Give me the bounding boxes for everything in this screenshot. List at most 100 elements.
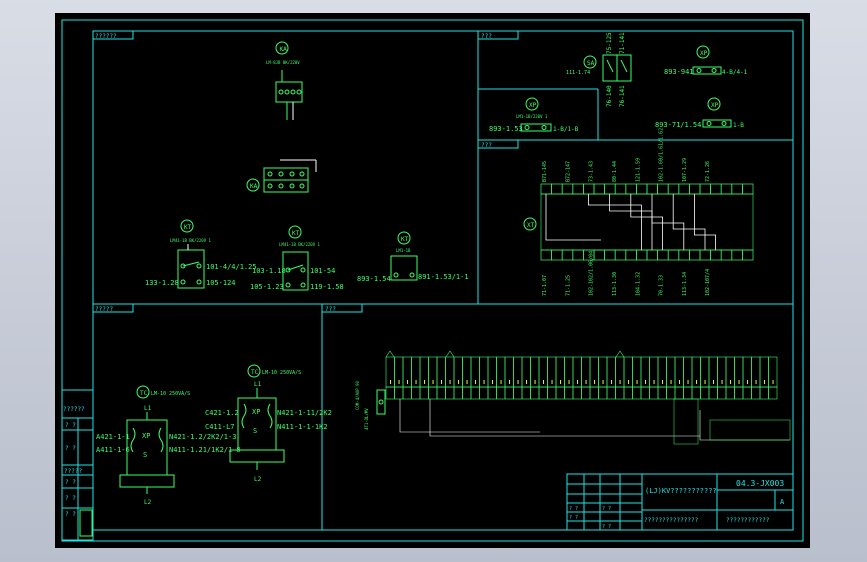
strip-cell-mark: ▬▬	[440, 379, 444, 384]
section-label-bottom-right: ???	[325, 306, 336, 313]
wire	[630, 194, 663, 250]
strip-cell-mark: ▬▬	[474, 379, 478, 384]
terminal-label: 102-1.60/1.61/1.62	[659, 128, 665, 182]
circle-symbol-tag-icon	[397, 231, 411, 245]
svg-text:S: S	[143, 451, 147, 459]
svg-text:103-1.18: 103-1.18	[252, 267, 286, 275]
svg-text:TC: TC	[140, 390, 148, 397]
svg-text:893-941: 893-941	[664, 68, 694, 76]
svg-text:105-1.23: 105-1.23	[250, 283, 284, 291]
side-label-5: ? ?	[65, 495, 76, 502]
svg-text:101-54: 101-54	[310, 267, 335, 275]
title-block: ? ? ? ? ? ? ? ? 04.3-JX003 (LJ)KV???????…	[566, 473, 794, 531]
strip-cell-mark: ▬▬	[576, 379, 580, 384]
section-label-bottom-left: ?????	[95, 306, 113, 313]
title-row-label-0: ? ?	[569, 506, 578, 512]
strip-cell-mark: ▬▬	[508, 379, 512, 384]
side-label-0: ??????	[63, 406, 85, 413]
side-label-table: ?????? ? ? ? ? ????? ? ? ? ? ? ?	[61, 389, 94, 541]
svg-text:SA: SA	[587, 60, 595, 67]
title-revision-code: A	[780, 498, 785, 506]
circle-symbol-tag-icon	[246, 178, 260, 192]
svg-text:TC: TC	[251, 369, 259, 376]
svg-text:LM1-1B: LM1-1B	[396, 248, 411, 253]
strip-cell-mark: ▬▬	[746, 379, 750, 384]
circle-symbol-tag-icon	[180, 219, 194, 233]
svg-text:LM41-1B BK/220V 1: LM41-1B BK/220V 1	[279, 242, 321, 247]
title-main: (LJ)KV???????????	[645, 487, 717, 495]
transformer-right: TC LM-10 250VA/S L1 XP S C421-1.2 C411-L…	[205, 364, 332, 483]
terminal-label: 107-1.29	[682, 158, 688, 182]
relay-b: KT LM41-1B BK/220V 1 103-1.18 101-54 105…	[250, 225, 344, 291]
strip-cell-mark: ▬▬	[431, 379, 435, 384]
terminal-label: B71-145	[542, 161, 548, 182]
plug-c: XP 893-71/1.54 1-B	[655, 97, 744, 129]
svg-text:KT: KT	[184, 224, 192, 231]
svg-text:C411-L7: C411-L7	[205, 423, 235, 431]
big-terminal-strip: ▬▬▬▬▬▬▬▬▬▬▬▬▬▬▬▬▬▬▬▬▬▬▬▬▬▬▬▬▬▬▬▬▬▬▬▬▬▬▬▬…	[355, 350, 791, 445]
relay-top: KA LM-8JB BK/220V	[266, 41, 303, 120]
strip-cell-mark: ▬▬	[448, 379, 452, 384]
strip-cell-mark: ▬▬	[644, 379, 648, 384]
terminal-label: 73-1.43	[589, 161, 595, 182]
strip-marks	[385, 350, 625, 358]
strip-cell-mark: ▬▬	[695, 379, 699, 384]
terminal-label: 70-1.33	[659, 275, 665, 296]
strip-cell-mark: ▬▬	[678, 379, 682, 384]
section-label-top-right-a: ???	[481, 33, 492, 40]
svg-text:KT: KT	[401, 236, 409, 243]
terminal-label: 71-1.25	[565, 275, 571, 296]
circle-symbol-tag-icon	[696, 45, 710, 59]
relay-a: KT LM41-1B BK/220V 1 101-4/4/1.25 133-1.…	[145, 219, 257, 289]
section-dividers	[93, 31, 793, 530]
big-strip-cells: ▬▬▬▬▬▬▬▬▬▬▬▬▬▬▬▬▬▬▬▬▬▬▬▬▬▬▬▬▬▬▬▬▬▬▬▬▬▬▬▬…	[385, 350, 791, 445]
strip-cell-mark: ▬▬	[499, 379, 503, 384]
title-drawing-number: 04.3-JX003	[736, 479, 784, 488]
terminal-label: 71-1.07	[542, 275, 548, 296]
svg-text:111-1.74: 111-1.74	[566, 70, 590, 76]
svg-text:S: S	[253, 427, 257, 435]
svg-text:N411-1.21/1K2/1-8: N411-1.21/1K2/1-8	[169, 446, 241, 454]
strip-cell-mark: ▬▬	[703, 379, 707, 384]
strip-cell-mark: ▬▬	[516, 379, 520, 384]
svg-text:891-1.53/1-1: 891-1.53/1-1	[418, 273, 469, 281]
svg-text:COM-4/AOP 90: COM-4/AOP 90	[355, 381, 360, 410]
relay-c: KT LM1-1B 893-1.54 891-1.53/1-1	[357, 231, 469, 283]
svg-text:76-141: 76-141	[619, 85, 626, 107]
title-subtitle: ???????????????	[644, 517, 699, 524]
side-label-1: ? ?	[65, 422, 76, 429]
wire	[651, 194, 685, 250]
strip-cell-mark: ▬▬	[720, 379, 724, 384]
circle-symbol-tag-icon	[707, 97, 721, 111]
svg-text:L2: L2	[254, 476, 262, 483]
strip-tail	[673, 398, 699, 445]
side-label-4: ? ?	[65, 479, 76, 486]
wire	[694, 194, 716, 250]
strip-cell-mark: ▬▬	[525, 379, 529, 384]
svg-text:A421-1-1: A421-1-1	[96, 433, 130, 441]
svg-text:LM-8JB BK/220V: LM-8JB BK/220V	[266, 60, 300, 65]
svg-text:KT: KT	[292, 230, 300, 237]
svg-text:N411-1-1-1K2: N411-1-1-1K2	[277, 423, 328, 431]
terminal-label: 80-1.44	[612, 161, 618, 182]
terminal-label: 113-1.30	[612, 272, 618, 296]
svg-text:XT: XT	[527, 222, 535, 229]
plug-b: XP LM1-1B/220V 1 893-1.53 1-B/1-B	[489, 97, 579, 133]
svg-text:C421-1.2: C421-1.2	[205, 409, 239, 417]
svg-text:LM-10 250VA/S: LM-10 250VA/S	[262, 370, 301, 376]
strip-cell-mark: ▬▬	[584, 379, 588, 384]
wire	[672, 194, 706, 250]
svg-text:L2: L2	[144, 499, 152, 506]
svg-text:LM-10 250VA/S: LM-10 250VA/S	[151, 391, 190, 397]
terminal-label: 121-1.59	[635, 158, 641, 182]
svg-text:KA: KA	[250, 183, 258, 190]
terminal-label: 113-1.34	[682, 272, 688, 296]
svg-text:N421-1-11/2K2: N421-1-11/2K2	[277, 409, 332, 417]
sheet-border	[61, 19, 804, 542]
transformer-left: TC LM-10 250VA/S L1 XP S A421-1-1 A411-1…	[96, 385, 241, 506]
svg-text:105-124: 105-124	[206, 279, 236, 287]
svg-text:893-1.53: 893-1.53	[489, 125, 523, 133]
svg-text:XP: XP	[252, 408, 260, 416]
